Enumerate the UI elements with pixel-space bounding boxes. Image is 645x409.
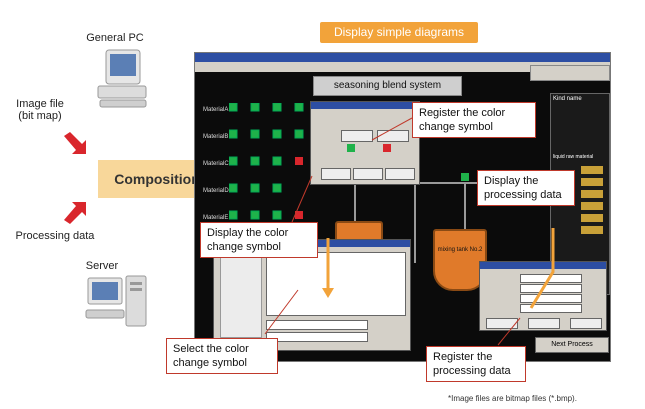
filename-field[interactable] — [266, 320, 368, 330]
processing-data-label: Processing data — [15, 230, 95, 242]
point-field[interactable] — [520, 284, 582, 293]
valve-grid — [229, 103, 304, 220]
title-badge: Display simple diagrams — [320, 22, 478, 43]
image-file-label: Image file (bit map) — [16, 98, 64, 122]
toolbar — [530, 65, 610, 81]
arrow-down-right-icon — [64, 132, 86, 154]
dialog-title-bar — [311, 102, 419, 109]
color-change-dialog — [310, 101, 420, 185]
red-symbol — [383, 144, 391, 152]
dialog-ok-button[interactable] — [321, 168, 351, 180]
window-title-bar — [195, 53, 610, 62]
kind-name-label: Kind name — [553, 96, 582, 102]
processing-data-dialog — [479, 261, 607, 331]
callout-display-processing: Display the processing data — [477, 170, 575, 206]
dialog-cancel-button[interactable] — [385, 168, 415, 180]
material-label: MaterialA — [203, 107, 229, 113]
cancel-button[interactable] — [570, 318, 602, 329]
dialog-title-bar — [480, 262, 606, 269]
server-icon — [85, 275, 147, 327]
next-process-button[interactable]: Next Process — [535, 337, 609, 353]
size-field[interactable] — [520, 304, 582, 313]
green-symbol — [347, 144, 355, 152]
system-banner: seasoning blend system — [313, 76, 462, 96]
material-label: MaterialC — [203, 161, 229, 167]
mixing-tank-2: mixing tank No.2 — [433, 229, 487, 291]
tank-label: mixing tank No.2 — [437, 247, 483, 253]
arrow-up-right-icon — [64, 202, 86, 224]
filetype-select[interactable] — [266, 332, 368, 342]
folder-panel[interactable] — [220, 256, 262, 338]
register-button[interactable] — [486, 318, 518, 329]
material-list: MaterialA MaterialB MaterialC MaterialD … — [203, 97, 229, 232]
server-label: Server — [85, 260, 119, 272]
menu-bar — [195, 62, 610, 72]
dialog-apply-button[interactable] — [353, 168, 383, 180]
material-label: MaterialD — [203, 188, 229, 194]
callout-select-color: Select the color change symbol — [166, 338, 278, 374]
delete-button[interactable] — [528, 318, 560, 329]
material-label: MaterialB — [203, 134, 229, 140]
callout-register-processing: Register the processing data — [426, 346, 526, 382]
callout-register-color: Register the color change symbol — [412, 102, 536, 138]
footnote: *Image files are bitmap files (*.bmp). — [448, 394, 577, 403]
file-list[interactable] — [266, 252, 406, 316]
liquid-raw-label: liquid raw material — [553, 154, 594, 160]
material-label: MaterialE — [203, 215, 229, 221]
data-table-cells — [581, 166, 603, 234]
general-pc-label: General PC — [86, 32, 144, 44]
dialog-button[interactable] — [341, 130, 373, 142]
computer-icon — [97, 49, 147, 108]
callout-display-color: Display the color change symbol — [200, 222, 318, 258]
scada-screenshot: seasoning blend system MaterialA Materia… — [194, 52, 611, 362]
start-field[interactable] — [520, 294, 582, 303]
